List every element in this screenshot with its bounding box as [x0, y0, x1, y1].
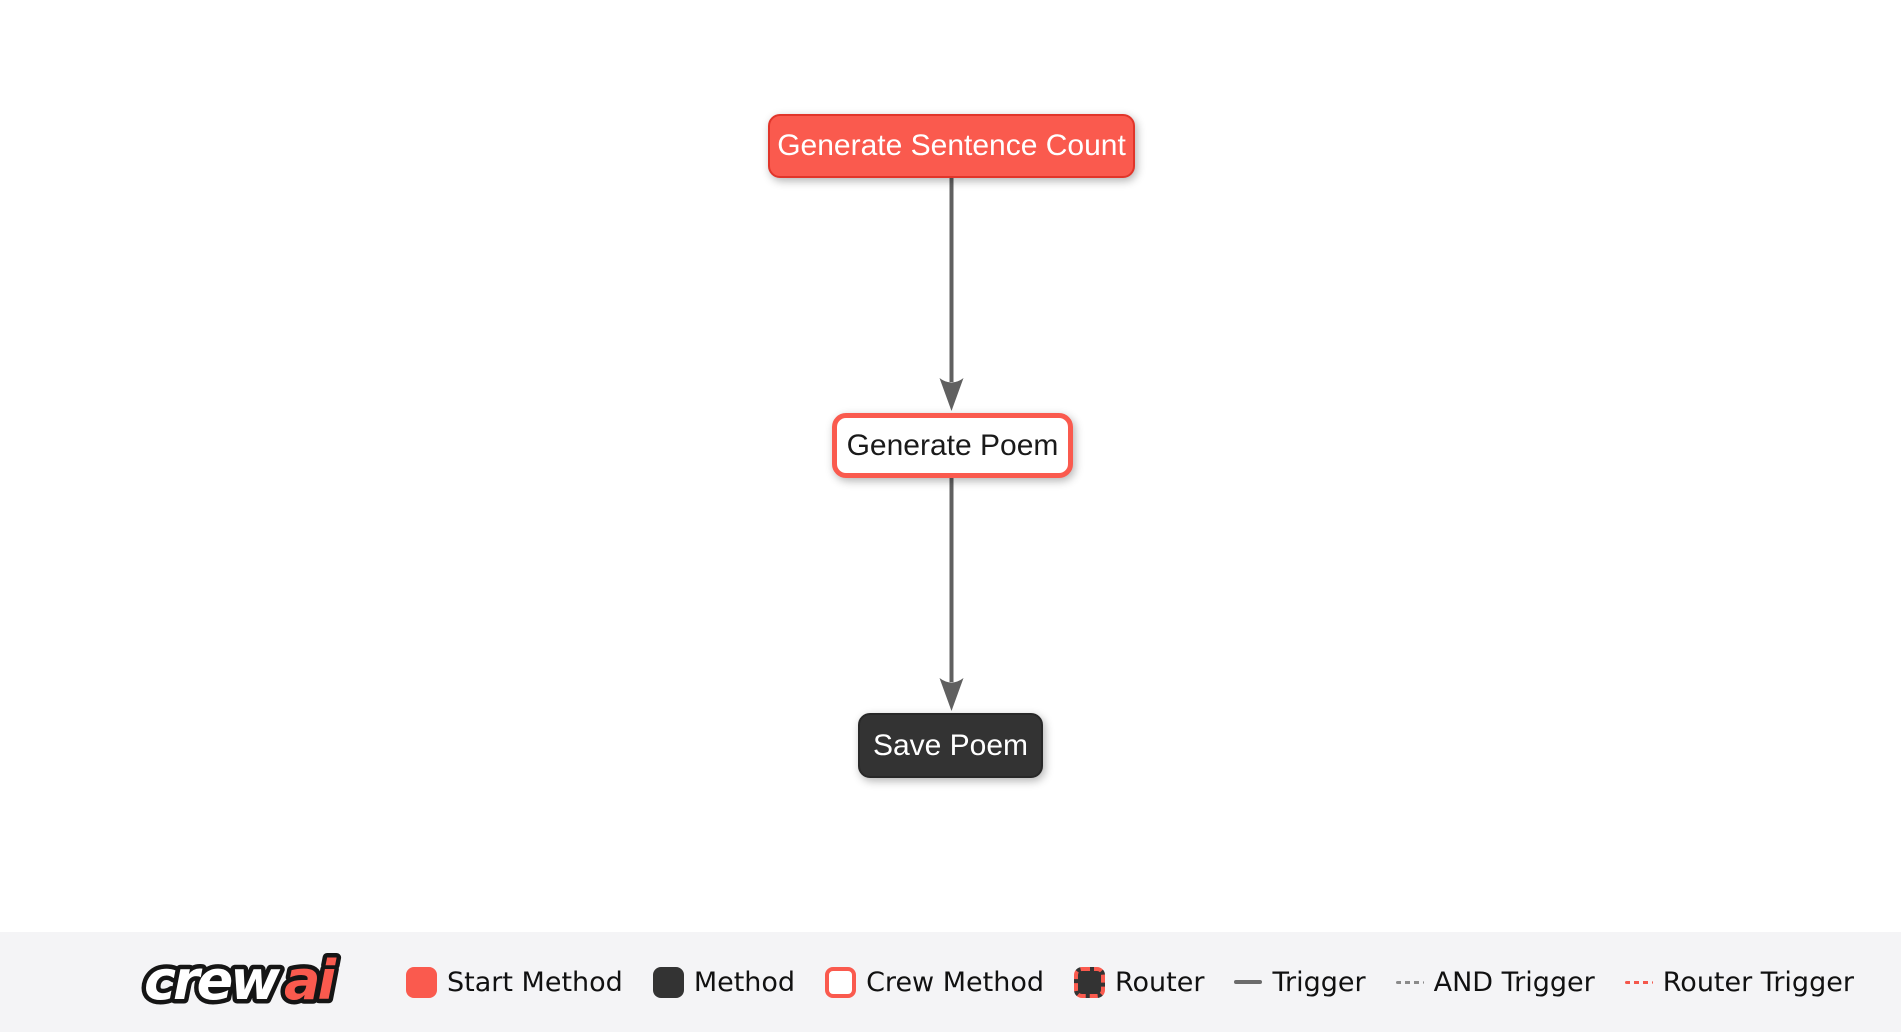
legend-label: Router Trigger	[1662, 966, 1854, 998]
flow-node-generate-poem[interactable]: Generate Poem	[832, 413, 1073, 478]
legend-label: Method	[693, 966, 796, 998]
legend-item-crew-method: Crew Method	[825, 966, 1044, 998]
legend-item-start-method: Start Method	[406, 966, 623, 998]
trigger-edge	[939, 478, 964, 711]
start-method-swatch-icon	[406, 966, 437, 998]
crewai-logo: crew ai	[140, 947, 345, 1017]
flow-canvas[interactable]: Generate Sentence Count Generate Poem Sa…	[0, 0, 1901, 932]
legend-bar: crew ai Start Method Method Crew Method …	[0, 932, 1901, 1032]
legend-label: AND Trigger	[1433, 966, 1595, 998]
router-trigger-line-icon	[1624, 980, 1653, 984]
logo-text-ai: ai	[284, 949, 337, 1012]
legend-label: Trigger	[1272, 966, 1366, 998]
trigger-edge	[939, 178, 964, 411]
crew-method-swatch-icon	[825, 966, 857, 998]
legend-item-trigger: Trigger	[1234, 966, 1366, 998]
legend-item-method: Method	[652, 966, 796, 998]
legend-item-router: Router	[1073, 966, 1205, 998]
method-swatch-icon	[652, 966, 684, 998]
legend-label: Crew Method	[866, 966, 1044, 998]
legend-label: Start Method	[447, 966, 623, 998]
and-trigger-line-icon	[1395, 980, 1424, 984]
legend-item-and-trigger: AND Trigger	[1395, 966, 1595, 998]
router-swatch-icon	[1073, 966, 1105, 998]
legend-label: Router	[1114, 966, 1205, 998]
edge-arrows	[939, 178, 964, 711]
trigger-line-icon	[1234, 980, 1263, 984]
logo-text-crew: crew	[144, 949, 281, 1012]
flow-node-save-poem[interactable]: Save Poem	[858, 713, 1043, 778]
legend-item-router-trigger: Router Trigger	[1624, 966, 1854, 998]
flow-node-generate-sentence-count[interactable]: Generate Sentence Count	[768, 114, 1135, 178]
